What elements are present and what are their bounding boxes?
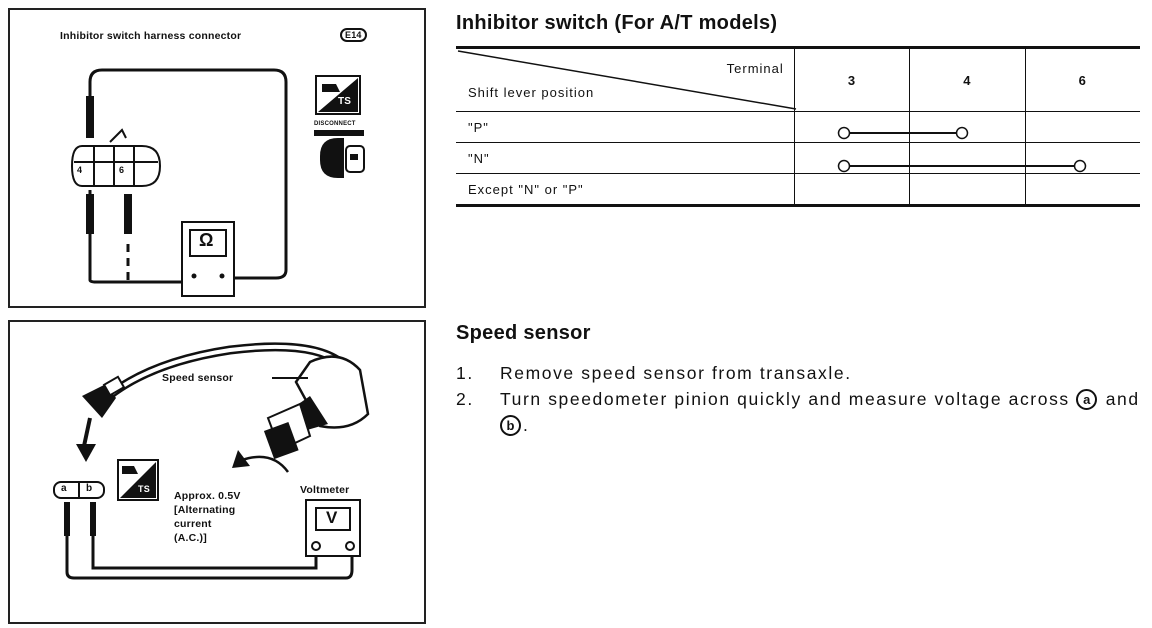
connector-badge: E14 [340, 28, 367, 42]
cable-end-connector [82, 375, 126, 418]
header-terminal: Terminal [726, 61, 784, 76]
terminal-a-symbol: a [1076, 389, 1098, 410]
pin-label-6: 6 [119, 165, 125, 175]
terminal-b-label: b [86, 483, 93, 494]
rotation-arrow [241, 455, 290, 473]
ts-label-2: TS [138, 484, 150, 494]
ohmmeter [181, 221, 235, 297]
step-text-end: . [523, 415, 530, 435]
speed-sensor-steps: 1. Remove speed sensor from transaxle. 2… [456, 360, 1142, 438]
step-text-mid: and [1105, 389, 1140, 409]
speed-sensor-figure: Speed sensor a b TS Approx. 0.5V [Altern… [8, 320, 426, 624]
probe-right-bottom [124, 194, 132, 234]
step-text: Turn speedometer pinion quickly and meas… [500, 389, 1070, 409]
voltmeter [305, 499, 361, 557]
header-diagonal-cell: Terminal Shift lever position [456, 46, 797, 112]
step-number: 2. [456, 389, 474, 409]
step-item: 2. Turn speedometer pinion quickly and m… [456, 386, 1142, 438]
table-row: "N" [456, 142, 1140, 174]
speed-sensor-body [263, 355, 370, 460]
inhibitor-title: Inhibitor switch (For A/T models) [456, 12, 778, 34]
speed-sensor-title: Speed sensor [456, 322, 591, 344]
volt-symbol: V [326, 508, 338, 527]
step-number: 1. [456, 363, 474, 383]
table-header-row: Terminal Shift lever position 3 4 6 [456, 46, 1140, 112]
terminal-connector [53, 481, 105, 499]
terminal-header-3: 3 [793, 46, 911, 112]
ohm-symbol: Ω [199, 230, 214, 250]
continuity-marks [837, 126, 1087, 173]
ts-label: TS [338, 96, 352, 107]
disconnect-label: DISCONNECT [314, 121, 356, 127]
table-row: Except "N" or "P" [456, 173, 1140, 207]
ts-badge-2 [117, 459, 159, 501]
terminal-header-4: 4 [909, 46, 1026, 112]
row-position-except: Except "N" or "P" [456, 173, 795, 207]
inhibitor-switch-figure: Inhibitor switch harness connector E14 4… [8, 8, 426, 308]
approx-line-1: Approx. 0.5V [174, 490, 241, 502]
step-text: Remove speed sensor from transaxle. [500, 363, 852, 383]
header-position: Shift lever position [468, 85, 595, 100]
ts-badge [315, 75, 361, 115]
approx-line-2: [Alternating [174, 504, 236, 516]
probe-left-top [86, 96, 94, 138]
row-position-p: "P" [456, 111, 795, 143]
figure1-caption: Inhibitor switch harness connector [60, 30, 242, 42]
row-position-n: "N" [456, 142, 795, 174]
terminal-a-label: a [61, 483, 67, 494]
approx-line-3: current [174, 518, 212, 530]
continuity-terminal-6 [1073, 159, 1087, 173]
inhibitor-continuity-table: Terminal Shift lever position 3 4 6 "P" … [456, 46, 1140, 207]
continuity-terminal-3 [837, 159, 851, 173]
continuity-terminal-3 [837, 126, 851, 140]
probe-left-bottom [86, 194, 94, 234]
disconnect-icon [314, 130, 365, 178]
terminal-header-6: 6 [1024, 46, 1140, 112]
pin-label-4: 4 [77, 165, 83, 175]
step-item: 1. Remove speed sensor from transaxle. [456, 360, 1142, 386]
voltmeter-label: Voltmeter [300, 484, 350, 496]
speed-sensor-diagram [53, 342, 370, 580]
continuity-terminal-4 [955, 126, 969, 140]
terminal-b-symbol: b [500, 415, 521, 436]
inhibitor-circuit-diagram [70, 68, 365, 297]
connector-body [70, 145, 162, 187]
approx-line-4: (A.C.)] [174, 532, 207, 544]
speed-sensor-label: Speed sensor [162, 372, 234, 384]
